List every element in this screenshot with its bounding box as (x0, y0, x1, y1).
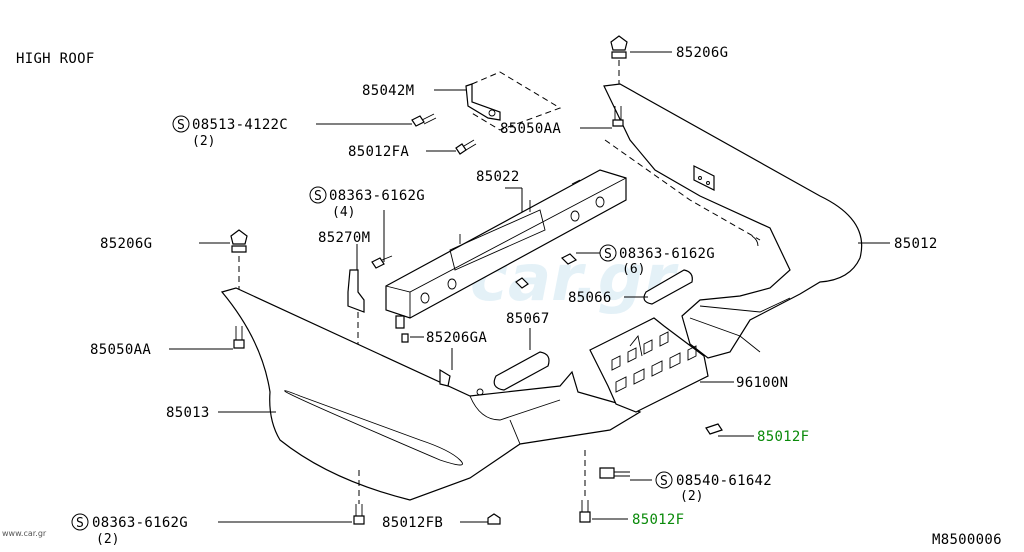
bolt-08363-6162G-b (401, 253, 578, 343)
label-85012FA: 85012FA (348, 144, 409, 160)
qty-08513-4122C: (2) (192, 134, 215, 149)
screw-symbols: S S S S S (71, 115, 673, 531)
screw-mark: S (314, 189, 322, 204)
label-08363-6162G-c: 08363-6162G (92, 515, 188, 531)
label-08513-4122C: 08513-4122C (192, 117, 288, 133)
clip-85206G-left (230, 229, 248, 296)
screw-mark: S (177, 118, 185, 133)
label-85012: 85012 (894, 236, 938, 252)
bracket-85042M (465, 71, 562, 131)
qty-08363-6162G-a: (4) (332, 205, 355, 220)
screw-mark: S (660, 474, 668, 489)
bolt-85050AA-top (612, 106, 624, 127)
label-08540-61642: 08540-61642 (676, 473, 772, 489)
diagram-note: HIGH ROOF (16, 51, 95, 67)
clip-85206GA (439, 368, 484, 396)
label-08363-6162G-b: 08363-6162G (619, 246, 715, 262)
step-plate-96100N (589, 317, 709, 413)
label-85206GA: 85206GA (426, 330, 487, 346)
bolt-08540-61642 (599, 467, 630, 479)
screw-mark: S (76, 516, 84, 531)
label-85012FB: 85012FB (382, 515, 443, 531)
bumper-end-85013 (220, 287, 642, 501)
screw-mark: S (604, 247, 612, 262)
label-08363-6162G-a: 08363-6162G (329, 188, 425, 204)
label-85042M: 85042M (362, 83, 414, 99)
bolt-08363-6162G-a (371, 255, 393, 269)
qty-08363-6162G-c: (2) (96, 532, 119, 547)
bracket-85270M (347, 269, 365, 370)
leader-lines (169, 51, 890, 523)
pad-85066 (643, 269, 693, 305)
bolt-85012F-b (579, 450, 591, 523)
label-85013: 85013 (166, 405, 210, 421)
label-85066: 85066 (568, 290, 612, 306)
label-85206G-left: 85206G (100, 236, 152, 252)
label-85050AA-left: 85050AA (90, 342, 151, 358)
bolt-08363-6162G-c (353, 470, 365, 525)
bolt-85012FA (455, 139, 477, 155)
watermark-footer: www.car.gr (2, 529, 47, 538)
label-96100N: 96100N (736, 375, 788, 391)
bolt-85012F-a (705, 423, 723, 435)
label-85012F-b[interactable]: 85012F (632, 512, 684, 528)
diagram-id: M8500006 (932, 532, 1002, 548)
reinforcement-85022 (385, 169, 627, 329)
label-85012F-a[interactable]: 85012F (757, 429, 809, 445)
label-85022: 85022 (476, 169, 520, 185)
label-85206G-top: 85206G (676, 45, 728, 61)
bumper-end-85012 (603, 83, 863, 359)
bolt-08513-4122C (411, 113, 437, 127)
qty-08540-61642: (2) (680, 489, 703, 504)
qty-08363-6162G-b: (6) (622, 262, 645, 277)
label-85270M: 85270M (318, 230, 370, 246)
label-85067: 85067 (506, 311, 550, 327)
bolt-85050AA-left (233, 326, 245, 349)
label-85050AA-top: 85050AA (500, 121, 561, 137)
bolt-85012FB (487, 513, 501, 525)
pad-85067 (493, 351, 550, 391)
